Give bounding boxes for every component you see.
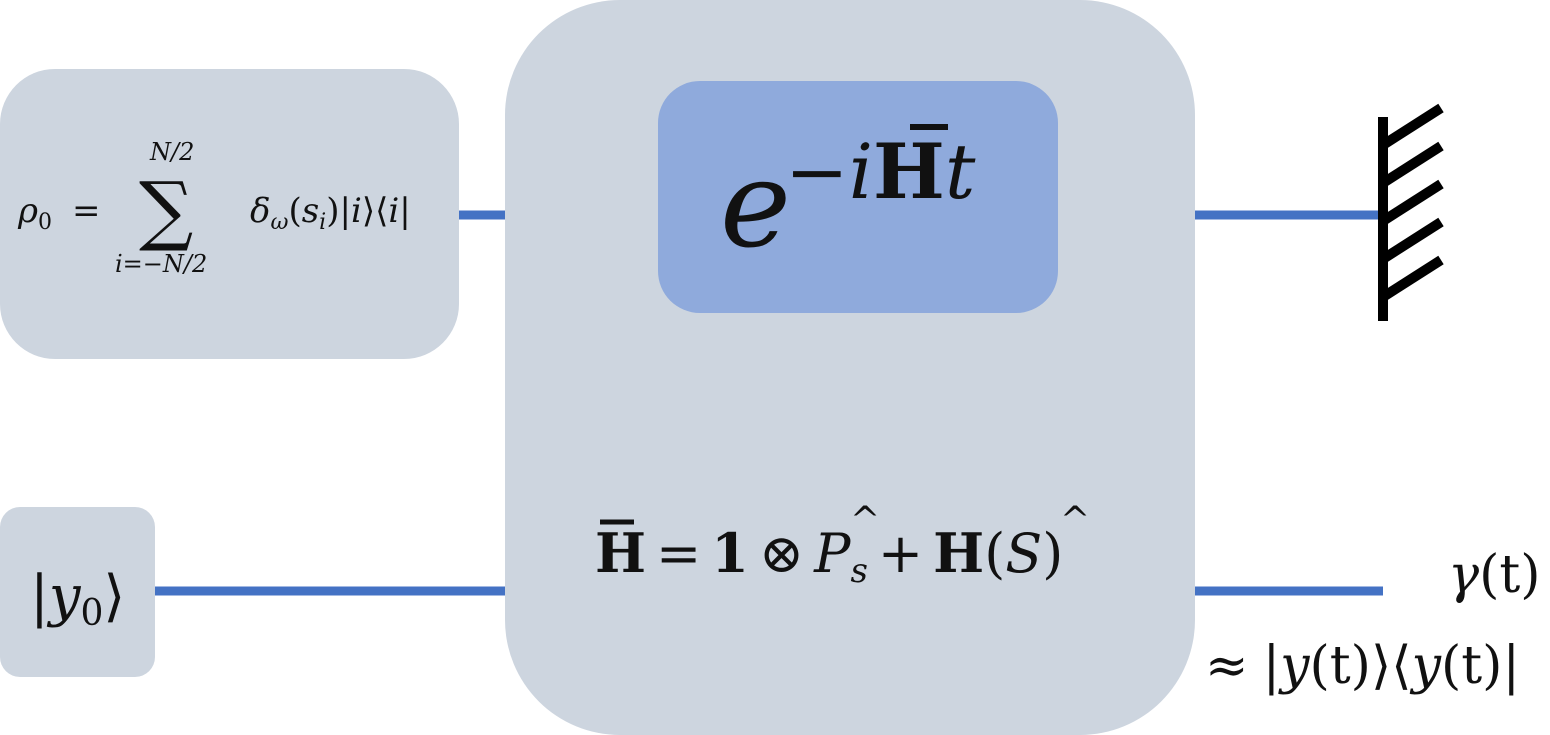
y0-ket: |y0⟩: [30, 564, 125, 634]
sum-upper-limit: N/2: [149, 138, 194, 166]
svg-text:H=1⊗Ps+H(S): H=1⊗Ps+H(S): [595, 521, 1063, 591]
hamiltonian-formula: H=1⊗Ps+H(S) ^ ^: [595, 500, 1090, 591]
S-hat-accent: ^: [1060, 500, 1090, 541]
svg-text:δω(si)|i⟩⟨i|: δω(si)|i⟩⟨i|: [250, 191, 411, 235]
svg-text:ρ0: ρ0: [17, 191, 52, 235]
svg-text:γ(t): γ(t): [1448, 545, 1541, 605]
svg-text:|y0⟩: |y0⟩: [30, 564, 125, 634]
rho-formula: ρ0 = ∑ N/2 i=−N/2 δω(si)|i⟩⟨i|: [17, 138, 411, 278]
propagator-box: [658, 81, 1058, 313]
P-hat-accent: ^: [850, 500, 880, 541]
sum-symbol: ∑: [139, 165, 193, 254]
svg-text:=: =: [72, 191, 101, 231]
output-gamma: γ(t) ≈|y(t)⟩⟨y(t)|: [1205, 545, 1541, 696]
y0-state-box: [0, 507, 155, 677]
trace-ground-icon: [1378, 103, 1444, 321]
svg-text:−iHt: −iHt: [785, 127, 976, 216]
svg-text:e: e: [720, 136, 791, 275]
sum-lower-limit: i=−N/2: [115, 250, 207, 278]
propagator-formula: e −iHt: [720, 124, 976, 275]
rho-state-box: [0, 69, 459, 359]
svg-text:≈|y(t)⟩⟨y(t)|: ≈|y(t)⟩⟨y(t)|: [1205, 636, 1520, 696]
